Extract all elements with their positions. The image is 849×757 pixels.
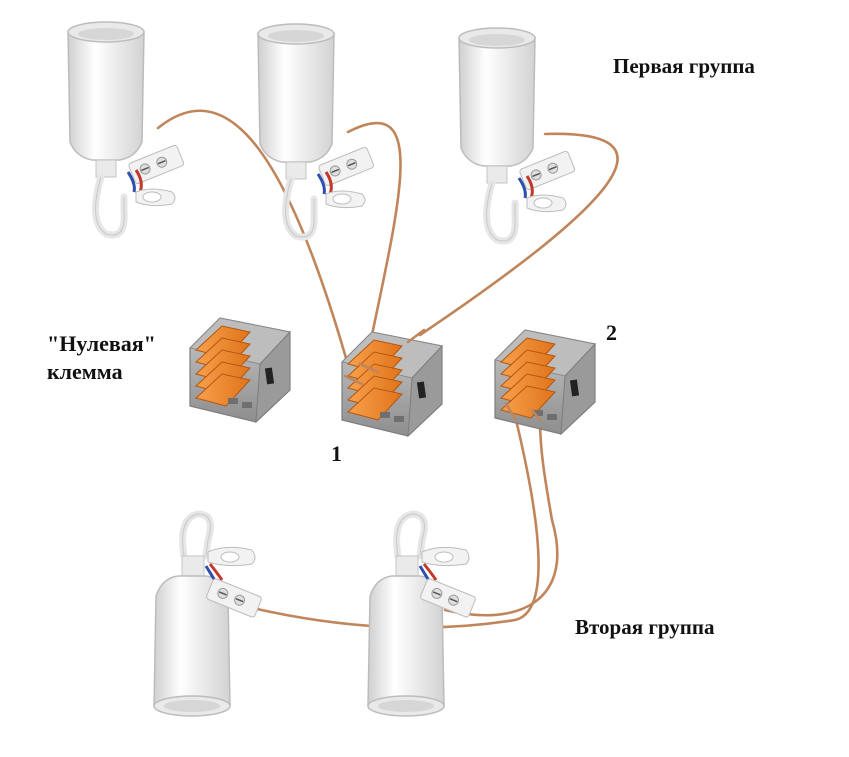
terminal-2 [494,329,596,435]
wire-lamp5-to-terminal2 [443,418,559,617]
wire-lamp4-to-terminal2 [238,418,540,629]
neutral-terminal-label: "Нулевая" клемма [47,330,156,386]
terminal-2-number: 2 [606,320,617,345]
second-group-label: Вторая группа [575,615,715,639]
lamp-socket-4 [154,514,262,716]
lamp-socket-5 [368,514,476,716]
terminal-1-number: 1 [331,441,342,466]
lamp-socket-1 [68,22,184,235]
lamp-socket-2 [258,24,374,237]
terminal-1 [341,331,443,437]
first-group-label: Первая группа [613,54,755,78]
wire-ends [343,328,542,422]
wires [156,109,619,629]
neutral-terminal [189,317,291,423]
wire-lamp1-to-terminal1 [156,109,352,374]
neutral-terminal-label-line1: "Нулевая" [47,331,156,356]
neutral-terminal-label-line2: клемма [47,359,123,384]
wire-lamp2-to-terminal1 [346,121,402,370]
wire-lamp3-to-terminal1 [418,132,619,337]
